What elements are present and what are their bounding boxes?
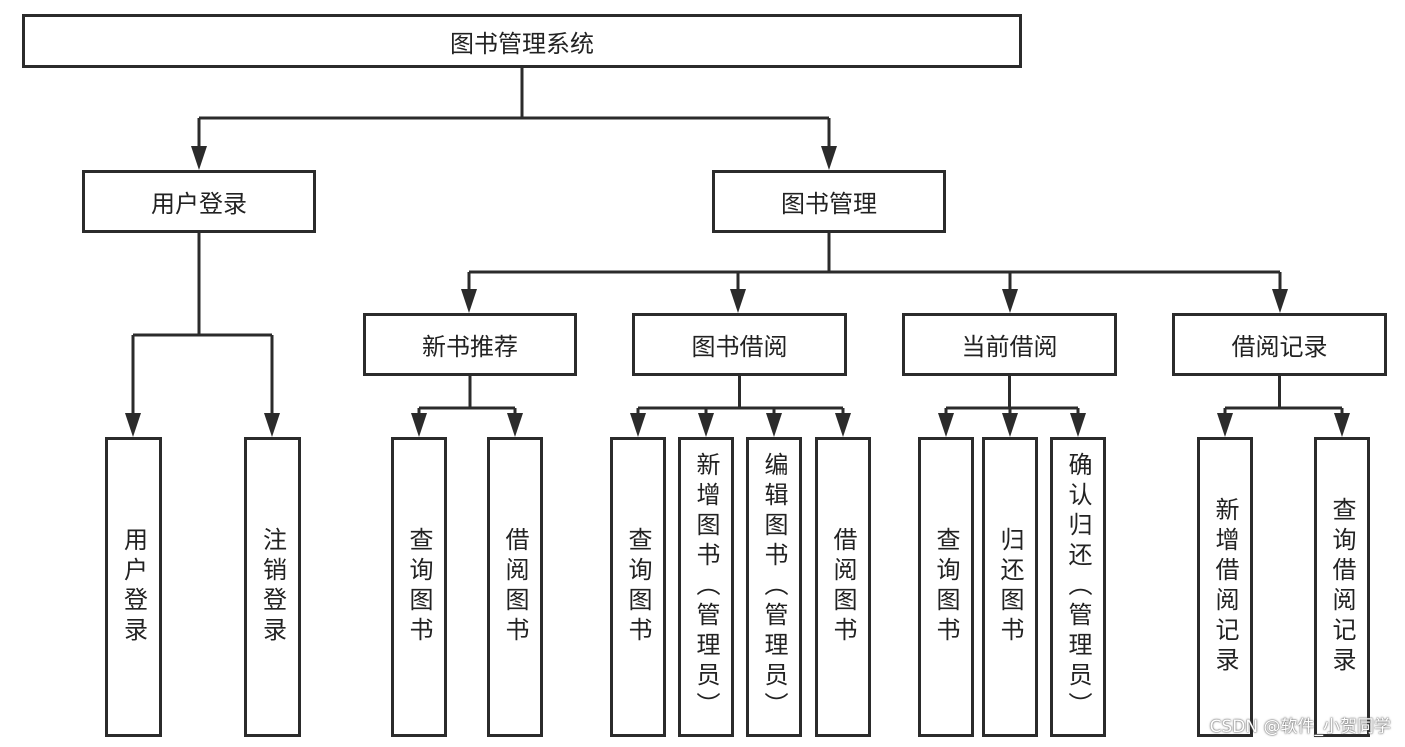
node-label: 当前借阅 [961,333,1058,361]
node-label: 用户登录 [151,190,247,218]
arrow-head [1334,413,1350,437]
arrow-head [1272,289,1288,313]
node-label: 用户登录 [119,527,148,647]
arrow-head [461,289,477,313]
arrow-head [630,413,646,437]
node-label: 新增图书（管理员） [692,452,720,722]
arrow-head [125,413,141,437]
node-label: 借阅记录 [1231,333,1328,361]
arrow-head [821,146,837,170]
node-label: 借阅图书 [501,527,529,647]
arrow-head [411,413,427,437]
node-box: 图书管理系统 [22,14,1022,68]
node-box: 图书管理 [712,170,946,233]
node-box: 查询图书 [610,437,666,737]
node-label: 归还图书 [996,527,1024,647]
node-box: 新增借阅记录 [1197,437,1253,737]
node-box: 新增图书（管理员） [678,437,734,737]
node-box: 新书推荐 [363,313,577,376]
node-label: 编辑图书（管理员） [760,452,788,722]
arrow-head [698,413,714,437]
node-box: 查询图书 [391,437,447,737]
node-box: 注销登录 [244,437,301,737]
arrow-head [191,146,207,170]
node-box: 用户登录 [82,170,316,233]
node-box: 图书借阅 [632,313,847,376]
node-box: 借阅图书 [487,437,543,737]
arrow-head [938,413,954,437]
node-box: 确认归还（管理员） [1050,437,1106,737]
arrow-head [730,289,746,313]
node-label: 查询图书 [405,527,433,647]
node-label: 新增借阅记录 [1211,497,1239,677]
arrow-head [1070,413,1086,437]
watermark: CSDN @软件_小贺同学 [1209,717,1391,737]
node-box: 借阅记录 [1172,313,1387,376]
arrow-head [507,413,523,437]
node-box: 归还图书 [982,437,1038,737]
node-label: 图书借阅 [691,333,788,361]
node-box: 借阅图书 [815,437,871,737]
node-box: 当前借阅 [902,313,1117,376]
node-label: 图书管理 [781,190,877,218]
node-label: 借阅图书 [829,527,857,647]
node-label: 确认归还（管理员） [1064,452,1092,722]
node-box: 查询借阅记录 [1314,437,1370,737]
node-label: 查询图书 [624,527,652,647]
arrow-head [1217,413,1233,437]
node-label: 查询借阅记录 [1328,497,1356,677]
arrow-head [766,413,782,437]
node-box: 用户登录 [105,437,162,737]
arrow-head [264,413,280,437]
node-label: 查询图书 [932,527,960,647]
node-box: 编辑图书（管理员） [746,437,802,737]
arrow-head [1002,413,1018,437]
arrow-head [1002,289,1018,313]
node-label: 注销登录 [258,527,287,647]
node-label: 新书推荐 [422,333,518,361]
node-box: 查询图书 [918,437,974,737]
node-label: 图书管理系统 [450,29,594,58]
arrow-head [835,413,851,437]
